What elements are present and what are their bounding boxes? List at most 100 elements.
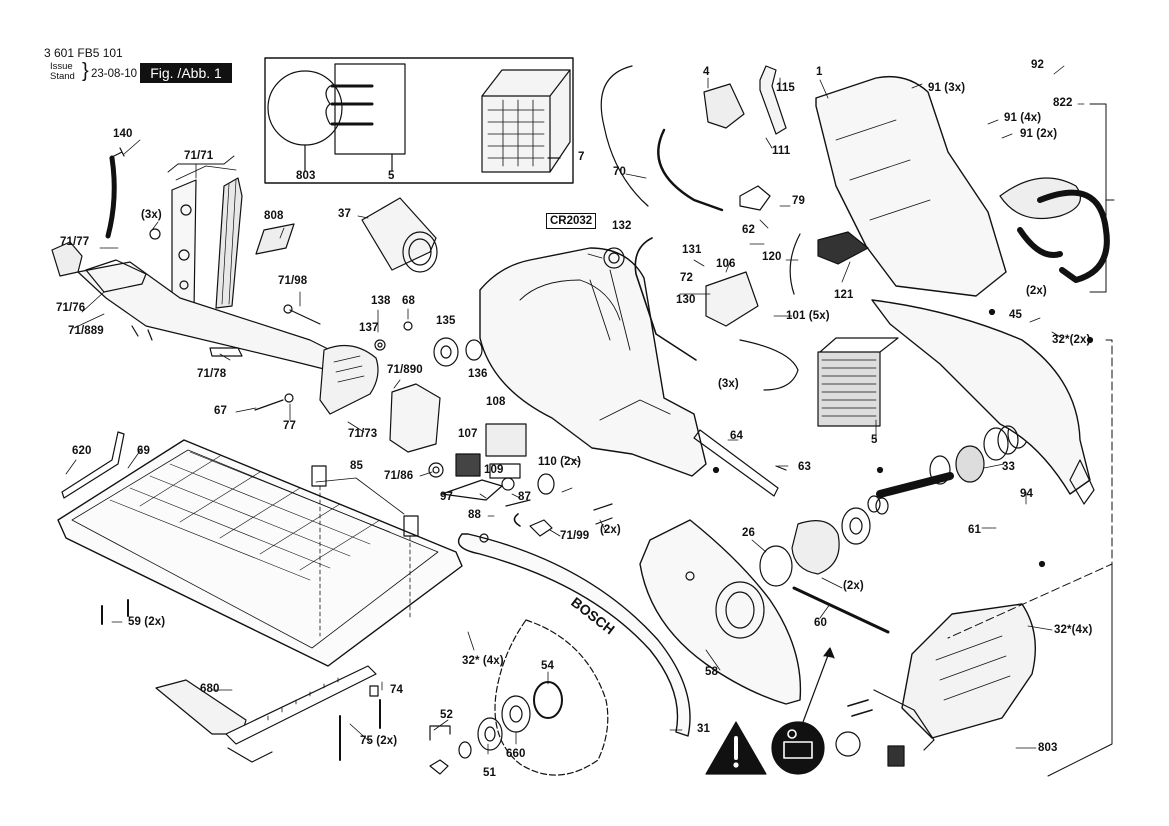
stand-label: Stand [50, 71, 75, 82]
callout-92: 92 [1031, 59, 1044, 71]
callout-97: 97 [440, 491, 453, 503]
issue-label: Issue [50, 61, 73, 72]
callout-620: 620 [72, 445, 92, 457]
callout-54: 54 [541, 660, 554, 672]
part-803-motor [901, 603, 1037, 739]
callout-69: 69 [137, 445, 150, 457]
callout-1: 1 [816, 66, 823, 78]
part-106-module [705, 271, 759, 327]
part-58-upper-guard [639, 519, 802, 705]
part-71-71-rail [215, 177, 243, 309]
part-33-gear-shaft [876, 472, 954, 498]
callout-94: 94 [1020, 488, 1033, 500]
callout-71-78: 71/78 [197, 368, 227, 380]
callout-61: 61 [968, 524, 981, 536]
callout-121: 121 [834, 289, 854, 301]
callout-37: 37 [338, 208, 351, 220]
callout-70: 70 [613, 166, 626, 178]
part-right-guard [871, 299, 1091, 495]
issue-date: 23-08-10 [91, 68, 138, 80]
callout-88: 88 [468, 509, 481, 521]
callout-64: 64 [730, 430, 743, 442]
callout-63: 63 [798, 461, 811, 473]
callout-5-mid: 5 [871, 434, 878, 446]
callout-58: 58 [705, 666, 718, 678]
part-fence-assembly [77, 261, 351, 375]
callout-26: 26 [742, 527, 755, 539]
callout-803-bottom: 803 [1038, 742, 1058, 754]
callout-803-top: 803 [296, 170, 316, 182]
read-manual-icon [771, 721, 825, 775]
callout-5-top: 5 [388, 170, 395, 182]
figure-label: Fig. /Abb. 1 [140, 63, 232, 83]
part-620-hex-key [61, 431, 125, 499]
callout-91-2x: 91 (2x) [1020, 128, 1058, 140]
part-37-dust-adapter [361, 197, 437, 271]
callout-77: 77 [283, 420, 296, 432]
callout-130: 130 [676, 294, 696, 306]
callout-71-71: 71/71 [184, 150, 214, 162]
callout-74: 74 [390, 684, 403, 696]
callout-822: 822 [1053, 97, 1073, 109]
part-4-switch [703, 83, 745, 129]
callout-71-99: 71/99 [560, 530, 590, 542]
part-69-base-plate [57, 439, 463, 667]
part-motor-housing [479, 247, 707, 477]
callout-60: 60 [814, 617, 827, 629]
callout-71-77: 71/77 [60, 236, 90, 248]
callout-cr2032: CR2032 [546, 213, 597, 229]
callout-31: 31 [697, 723, 710, 735]
callout-59: 59 (2x) [128, 616, 166, 628]
part-1-handle-housing [815, 75, 1007, 297]
callout-660: 660 [506, 748, 526, 760]
callout-71-73: 71/73 [348, 428, 378, 440]
callout-2x-right: (2x) [1026, 285, 1047, 297]
callout-2x-b: (2x) [843, 580, 864, 592]
drawing-number: 3 601 FB5 101 [44, 46, 123, 60]
callout-91-3x: 91 (3x) [928, 82, 966, 94]
callout-87: 87 [518, 491, 531, 503]
inset-box [264, 57, 574, 184]
callout-115: 115 [776, 82, 795, 94]
battery-module-drawing [481, 69, 571, 173]
callout-71-889: 71/889 [68, 325, 104, 337]
brace-glyph: } [82, 60, 89, 82]
issue-stand-label: Issue Stand [50, 62, 75, 82]
callout-71-76: 71/76 [56, 302, 86, 314]
part-5-battery-pack [817, 351, 881, 427]
callout-135: 135 [436, 315, 456, 327]
callout-808: 808 [264, 210, 284, 222]
callout-51: 51 [483, 767, 496, 779]
callout-71-890: 71/890 [387, 364, 423, 376]
callout-108: 108 [486, 396, 506, 408]
callout-75: 75 (2x) [360, 735, 398, 747]
callout-45: 45 [1009, 309, 1022, 321]
callout-680: 680 [200, 683, 220, 695]
callout-3x-mid: (3x) [718, 378, 739, 390]
callout-71-98: 71/98 [278, 275, 308, 287]
part-60-rod [792, 586, 890, 634]
callout-107: 107 [458, 428, 478, 440]
callout-32-4x-right: 32*(4x) [1054, 624, 1093, 636]
callout-101: 101 (5x) [786, 310, 830, 322]
callout-85: 85 [350, 460, 363, 472]
callout-71-86: 71/86 [384, 470, 414, 482]
callout-32-2x: 32*(2x) [1052, 334, 1091, 346]
callout-131: 131 [682, 244, 702, 256]
callout-3x-top: (3x) [141, 209, 162, 221]
callout-32-4x-left: 32* (4x) [462, 655, 504, 667]
callout-72: 72 [680, 272, 693, 284]
callout-106: 106 [716, 258, 736, 270]
callout-137: 137 [359, 322, 379, 334]
callout-4: 4 [703, 66, 710, 78]
callout-2x-a: (2x) [600, 524, 621, 536]
callout-136: 136 [468, 368, 488, 380]
callout-33: 33 [1002, 461, 1015, 473]
battery-cell-drawing [267, 70, 343, 146]
callout-68: 68 [402, 295, 415, 307]
callout-110: 110 (2x) [538, 456, 581, 468]
callout-120: 120 [762, 251, 782, 263]
callout-140: 140 [113, 128, 133, 140]
callout-91-4x: 91 (4x) [1004, 112, 1042, 124]
